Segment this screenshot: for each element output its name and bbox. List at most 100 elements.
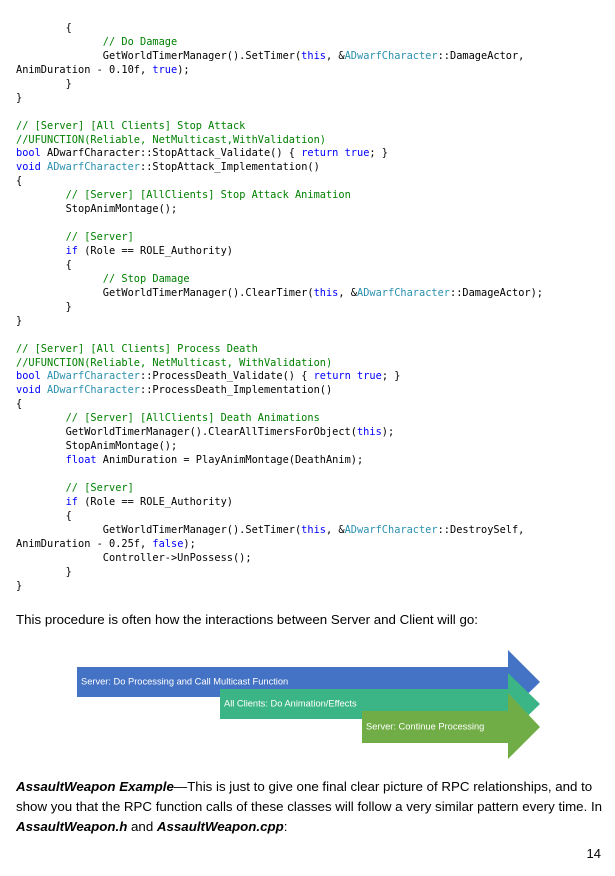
example-end: : [283, 818, 288, 834]
code-text: AnimDuration - 0.10f, [16, 63, 153, 76]
code-text: { [16, 22, 72, 34]
code-text: AnimDuration = PlayAnimMontage(DeathAnim… [96, 454, 364, 467]
code-keyword: false [152, 537, 184, 550]
code-text [16, 245, 66, 257]
code-line: GetWorldTimerManager().SetTimer(this, &A… [16, 50, 606, 64]
flow-label-all-clients: All Clients: Do Animation/Effects [224, 698, 357, 708]
code-type: ADwarfCharacter [47, 384, 141, 397]
code-line: GetWorldTimerManager().ClearTimer(this, … [16, 287, 606, 301]
code-line: } [16, 580, 606, 594]
code-line: AnimDuration - 0.10f, true); [16, 64, 606, 78]
code-text: { [16, 175, 23, 188]
code-keyword: true [357, 370, 382, 383]
code-keyword: return [313, 370, 351, 383]
code-type: ADwarfCharacter [344, 49, 438, 62]
code-line: float AnimDuration = PlayAnimMontage(Dea… [16, 454, 606, 468]
code-keyword: bool [16, 370, 41, 383]
code-keyword: if [65, 245, 79, 257]
code-comment: //UFUNCTION(Reliable, NetMulticast, With… [16, 356, 333, 369]
code-type: ADwarfCharacter [344, 523, 438, 536]
code-text [16, 189, 66, 201]
code-text: (Role == ROLE_Authority) [78, 495, 233, 508]
code-text: ::DestroySelf, [437, 523, 525, 536]
code-text: ::DamageActor, [437, 49, 525, 62]
code-line: { [16, 259, 606, 273]
flow-arrow-server-continue [362, 693, 540, 759]
code-line: if (Role == ROLE_Authority) [16, 496, 606, 510]
code-keyword: float [65, 454, 97, 467]
code-text: } [16, 91, 23, 104]
code-line: { [16, 22, 606, 36]
code-text: ADwarfCharacter::StopAttack_Validate() { [40, 147, 302, 160]
code-line: } [16, 78, 606, 92]
code-line: StopAnimMontage(); [16, 440, 606, 454]
code-line: // [Server] [AllClients] Stop Attack Ani… [16, 189, 606, 203]
code-line: //UFUNCTION(Reliable, NetMulticast, With… [16, 357, 606, 371]
code-text: } [16, 300, 72, 313]
code-line: // Stop Damage [16, 273, 606, 287]
code-comment: // [Server] [AllClients] Stop Attack Ani… [65, 189, 351, 202]
code-text: , & [325, 49, 345, 62]
code-line: } [16, 566, 606, 580]
code-line [16, 329, 606, 343]
code-line: Controller->UnPossess(); [16, 552, 606, 566]
code-keyword: this [301, 523, 326, 536]
flow-arrow-server-processing [77, 650, 540, 713]
code-text: ::StopAttack_Implementation() [140, 161, 320, 174]
code-line: // [Server] [16, 482, 606, 496]
code-text: ; } [369, 147, 389, 160]
code-text [16, 231, 66, 243]
code-text: StopAnimMontage(); [16, 440, 178, 453]
code-keyword: void [16, 384, 41, 397]
code-text: , & [338, 286, 357, 299]
code-text: ); [177, 63, 190, 76]
code-text: GetWorldTimerManager().ClearTimer( [16, 286, 314, 299]
code-text: } [16, 565, 72, 578]
code-keyword: bool [16, 147, 41, 160]
code-text: GetWorldTimerManager().SetTimer( [16, 523, 302, 536]
code-line: { [16, 398, 606, 412]
code-text: { [16, 509, 72, 522]
code-keyword: return [301, 147, 339, 160]
code-comment: // [Server] [AllClients] Death Animation… [65, 412, 320, 425]
code-line: //UFUNCTION(Reliable, NetMulticast,WithV… [16, 134, 606, 148]
code-text: , & [325, 523, 345, 536]
code-text: (Role == ROLE_Authority) [78, 245, 233, 257]
code-text: Controller->UnPossess(); [16, 551, 252, 564]
code-text: { [16, 258, 72, 271]
code-comment: //UFUNCTION(Reliable, NetMulticast,WithV… [16, 133, 326, 146]
code-keyword: this [313, 286, 339, 299]
flow-label-server-processing: Server: Do Processing and Call Multicast… [81, 676, 288, 686]
code-line: GetWorldTimerManager().ClearAllTimersFor… [16, 426, 606, 440]
code-line: GetWorldTimerManager().SetTimer(this, &A… [16, 524, 606, 538]
page-number: 14 [586, 846, 601, 861]
code-text [16, 482, 66, 494]
code-keyword: this [301, 49, 326, 62]
code-line: if (Role == ROLE_Authority) [16, 245, 606, 259]
code-text [16, 273, 103, 285]
code-keyword: this [356, 426, 382, 439]
code-line [16, 217, 606, 231]
code-text [16, 36, 103, 48]
code-line: } [16, 92, 606, 106]
code-line: } [16, 315, 606, 329]
code-line: AnimDuration - 0.25f, false); [16, 538, 606, 552]
code-line [16, 468, 606, 482]
code-text: ); [183, 537, 196, 550]
code-comment: // [Server] [All Clients] Stop Attack [16, 119, 246, 132]
flow-arrow-all-clients [220, 673, 540, 735]
code-text [16, 454, 66, 466]
code-line: // Do Damage [16, 36, 606, 50]
example-file-source: AssaultWeapon.cpp [156, 818, 284, 834]
code-text: } [16, 579, 23, 592]
code-text: { [16, 398, 23, 411]
code-comment: // [Server] [All Clients] Process Death [16, 342, 258, 355]
code-line: // [Server] [All Clients] Stop Attack [16, 120, 606, 134]
code-type: ADwarfCharacter [47, 161, 141, 174]
code-keyword: true [152, 63, 178, 76]
example-lead: AssaultWeapon Example [16, 779, 174, 794]
code-text: } [16, 314, 23, 327]
code-line: bool ADwarfCharacter::StopAttack_Validat… [16, 147, 606, 161]
code-comment: // [Server] [65, 231, 134, 244]
code-text: ; } [381, 370, 401, 383]
